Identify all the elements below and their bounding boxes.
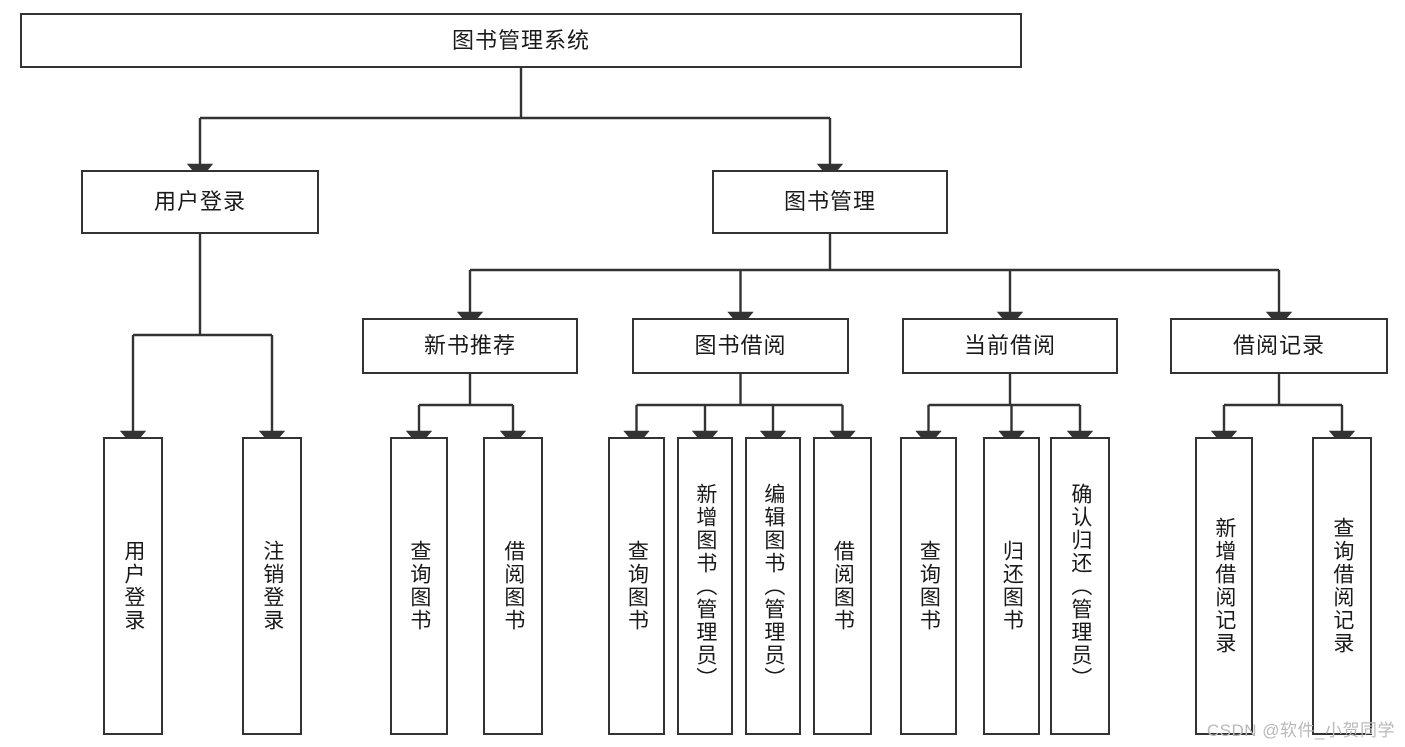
node-leaf-borrow-book-1[interactable]: 借阅图书 [483, 437, 543, 735]
node-label: 查询图书 [407, 540, 431, 632]
node-leaf-return-book[interactable]: 归还图书 [983, 437, 1040, 735]
node-label: 图书借阅 [694, 333, 787, 359]
node-leaf-query-record[interactable]: 查询借阅记录 [1312, 437, 1372, 735]
node-label: 新增图书（管理员） [693, 482, 717, 690]
node-label: 借阅图书 [831, 540, 855, 632]
node-label: 图书管理 [783, 189, 876, 215]
node-label: 借阅图书 [501, 540, 525, 632]
node-leaf-confirm-return[interactable]: 确认归还（管理员） [1050, 437, 1110, 735]
node-label: 用户登录 [121, 540, 145, 632]
node-label: 当前借阅 [963, 333, 1056, 359]
node-label: 图书管理系统 [451, 27, 590, 53]
node-label: 新增借阅记录 [1212, 517, 1236, 655]
node-new-book-rec[interactable]: 新书推荐 [362, 318, 578, 374]
node-label: 借阅记录 [1232, 333, 1325, 359]
node-label: 用户登录 [153, 189, 246, 215]
node-leaf-edit-book[interactable]: 编辑图书（管理员） [745, 437, 801, 735]
node-label: 注销登录 [260, 540, 284, 632]
node-leaf-add-book[interactable]: 新增图书（管理员） [677, 437, 733, 735]
node-book-borrow[interactable]: 图书借阅 [632, 318, 849, 374]
node-leaf-query-book-2[interactable]: 查询图书 [608, 437, 665, 735]
node-book-manage[interactable]: 图书管理 [712, 170, 948, 234]
node-current-borrow[interactable]: 当前借阅 [902, 318, 1118, 374]
node-root[interactable]: 图书管理系统 [20, 13, 1022, 68]
node-leaf-user-logout[interactable]: 注销登录 [242, 437, 302, 735]
edge-group [119, 68, 1356, 447]
node-leaf-query-book-3[interactable]: 查询图书 [900, 437, 957, 735]
node-label: 查询图书 [917, 540, 941, 632]
node-borrow-record[interactable]: 借阅记录 [1170, 318, 1388, 374]
node-leaf-add-record[interactable]: 新增借阅记录 [1195, 437, 1253, 735]
node-label: 编辑图书（管理员） [761, 482, 785, 690]
node-label: 确认归还（管理员） [1068, 482, 1092, 690]
node-leaf-user-login[interactable]: 用户登录 [103, 437, 163, 735]
node-label: 查询图书 [625, 540, 649, 632]
node-label: 归还图书 [1000, 540, 1024, 632]
node-user-login[interactable]: 用户登录 [81, 170, 319, 234]
node-leaf-borrow-book-2[interactable]: 借阅图书 [813, 437, 872, 735]
node-label: 查询借阅记录 [1330, 517, 1354, 655]
watermark-text: CSDN @软件_小贺同学 [1206, 721, 1395, 740]
node-label: 新书推荐 [423, 333, 516, 359]
node-leaf-query-book-1[interactable]: 查询图书 [390, 437, 448, 735]
